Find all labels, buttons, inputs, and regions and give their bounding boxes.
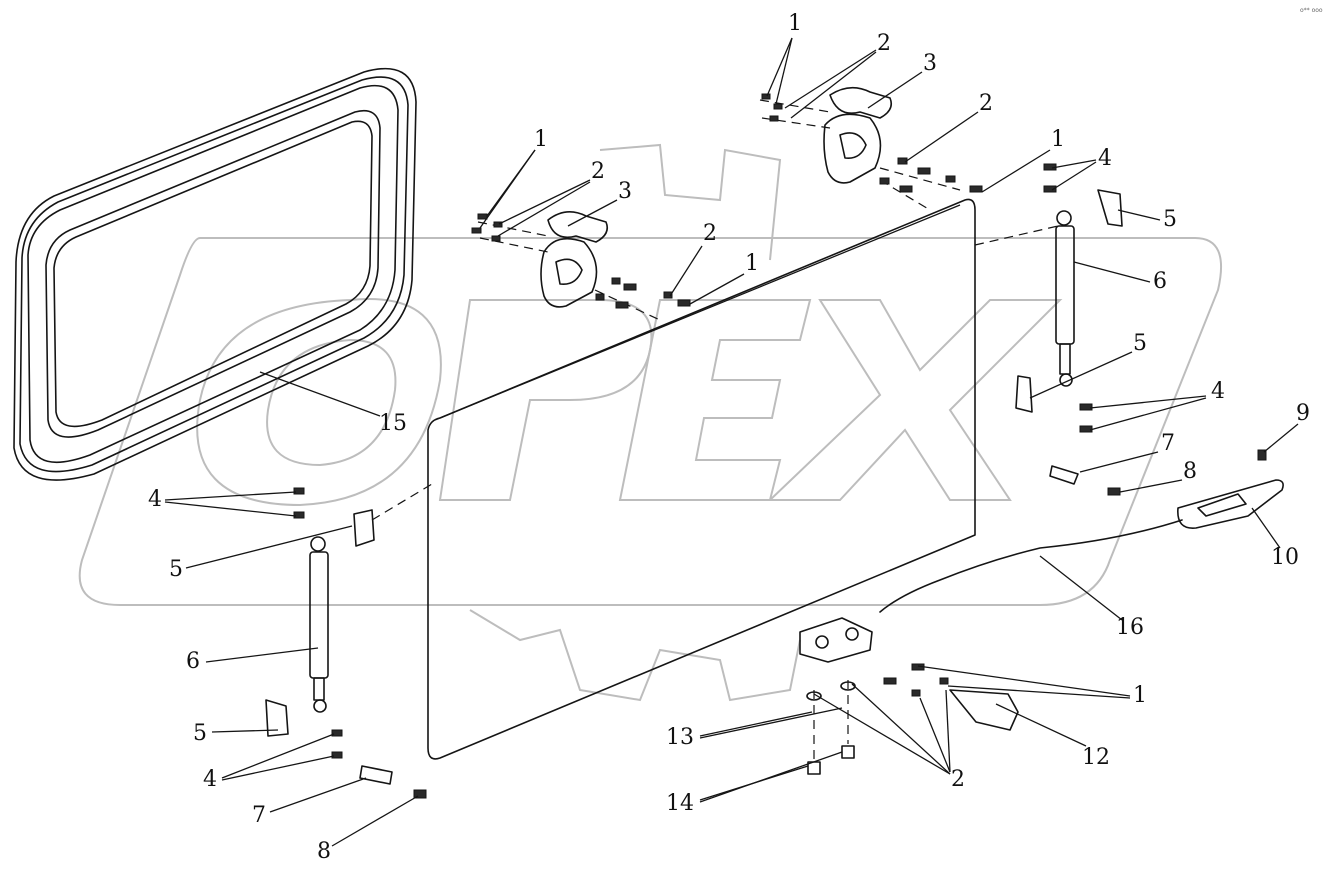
callout-label: 4: [203, 767, 217, 792]
callout-leader-line: [919, 697, 951, 773]
callout-leader-line: [164, 491, 297, 501]
callout-label: 4: [1098, 146, 1112, 171]
release-cable: [879, 519, 1183, 613]
callout-label: 5: [169, 557, 183, 582]
callout-leader-line: [1079, 451, 1159, 473]
callout-label: 4: [1211, 379, 1225, 404]
callout-leader-line: [164, 501, 297, 517]
callout-leader-line: [699, 751, 843, 803]
callout-leader-line: [221, 733, 335, 779]
callout-label: 8: [1183, 459, 1197, 484]
callout-leader-line: [497, 181, 591, 237]
callout-label: 7: [252, 803, 266, 828]
callout-label: 2: [877, 31, 891, 56]
callout-label: 1: [788, 11, 802, 36]
upper-left-hinge: [477, 211, 661, 321]
callout-label: 1: [1133, 683, 1147, 708]
callout-leader-line: [995, 703, 1087, 747]
callout-label: 14: [666, 791, 694, 816]
callout-leader-line: [775, 37, 793, 105]
callout-label: 2: [951, 767, 965, 792]
callout-label: 9: [1296, 401, 1310, 426]
callout-leader-line: [479, 149, 536, 229]
callout-leader-line: [669, 245, 703, 297]
window-seal-frame: [13, 67, 417, 481]
upper-right-hinge: [759, 86, 961, 211]
callout-label: 7: [1161, 431, 1175, 456]
callout-leader-line: [917, 665, 1131, 697]
corner-mark: o** ooo: [1300, 7, 1323, 14]
callout-label: 10: [1271, 545, 1299, 570]
callout-label: 1: [1051, 127, 1065, 152]
callout-label: 2: [703, 221, 717, 246]
callout-leader-line: [1051, 159, 1097, 169]
pins: [359, 449, 1267, 799]
callout-leader-line: [945, 689, 951, 773]
callout-label: 5: [1133, 331, 1147, 356]
callout-label: 2: [979, 91, 993, 116]
callout-leader-line: [790, 51, 877, 119]
callout-leader-line: [221, 755, 335, 781]
callout-leader-line: [813, 693, 951, 775]
right-gas-strut: [974, 189, 1123, 413]
callout-leader-line: [867, 71, 923, 109]
left-gas-strut: [265, 483, 433, 737]
callout-leader-line: [1073, 261, 1151, 283]
callout-leader-line: [1029, 351, 1133, 399]
callout-label: 1: [745, 251, 759, 276]
callout-label: 3: [618, 179, 632, 204]
callout-label: 12: [1082, 745, 1110, 770]
callout-leader-line: [331, 795, 419, 847]
callout-leader-line: [567, 199, 618, 227]
callout-leader-line: [784, 49, 877, 109]
callout-leader-line: [904, 111, 979, 163]
callout-label: 5: [1163, 207, 1177, 232]
callout-leader-line: [498, 179, 591, 225]
fasteners: [293, 93, 1093, 759]
callout-leader-line: [981, 149, 1051, 193]
callout-leader-line: [1119, 479, 1183, 493]
callout-leader-line: [1263, 423, 1299, 453]
callout-leader-line: [947, 685, 1131, 699]
callout-label: 3: [923, 51, 937, 76]
callout-label: 6: [1153, 269, 1167, 294]
callout-leader-line: [699, 707, 843, 739]
callout-label: 8: [317, 839, 331, 864]
callout-leader-line: [1039, 555, 1123, 621]
callout-leader-line: [205, 647, 319, 663]
callout-leader-line: [1251, 507, 1281, 549]
callout-label: 1: [534, 127, 548, 152]
release-handle: [1177, 479, 1284, 529]
callout-leader-line: [699, 711, 813, 737]
callout-leader-line: [1089, 395, 1207, 409]
callout-leader-line: [1051, 161, 1097, 191]
latch-assembly: [799, 617, 1019, 775]
opex-watermark: [78, 143, 1223, 702]
callout-leader-line: [851, 683, 951, 775]
callout-leader-line: [1089, 397, 1207, 431]
callout-leader-line: [211, 729, 279, 733]
callout-label: 2: [591, 159, 605, 184]
callout-label: 15: [379, 411, 407, 436]
callout-leader-line: [1117, 209, 1161, 221]
callout-leader-line: [766, 37, 793, 97]
callout-leader-line: [689, 273, 745, 305]
callout-leader-line: [259, 371, 381, 417]
callout-label: 16: [1116, 615, 1144, 640]
callout-label: 5: [193, 721, 207, 746]
callout-leader-line: [185, 525, 353, 569]
callout-label: 4: [148, 487, 162, 512]
callout-leader-line: [269, 777, 367, 813]
callout-label: 13: [666, 725, 694, 750]
callout-label: 6: [186, 649, 200, 674]
glass-panel: [427, 198, 976, 760]
